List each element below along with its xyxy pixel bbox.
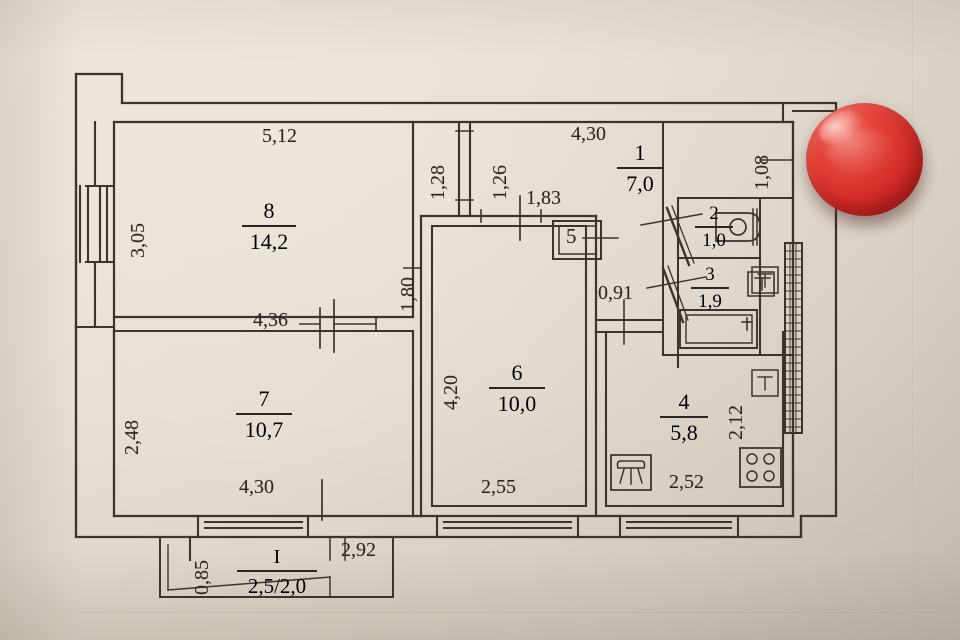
- dimension-room8-bottom: 4,36: [253, 309, 288, 331]
- photo-shading-left: [0, 0, 80, 640]
- room-label-rule: [236, 413, 292, 415]
- room-4-area: 5,8: [670, 420, 698, 445]
- room-1-label: 1 7,0: [609, 140, 671, 197]
- dimension-room7-left: 2,48: [121, 420, 143, 455]
- balcony-area: 2,5/2,0: [247, 574, 307, 598]
- room-label-rule: [691, 287, 729, 289]
- room-2-label: 2 1,0: [686, 203, 742, 252]
- dimension-room6-left: 4,20: [440, 375, 462, 410]
- dimension-right-upper: 1,08: [751, 155, 773, 190]
- dimension-room1-top: 4,30: [571, 123, 606, 145]
- balcony-label: I 2,5/2,0: [229, 546, 325, 599]
- room-8-area: 14,2: [249, 229, 289, 254]
- dimension-hall-width: 0,91: [598, 282, 633, 304]
- room-7-label: 7 10,7: [226, 386, 302, 443]
- dimension-corridor-1: 1,28: [427, 165, 449, 200]
- room-label-rule: [242, 225, 296, 227]
- room-label-rule: [695, 226, 733, 228]
- room-7-area: 10,7: [244, 417, 284, 442]
- balcony-number: I: [273, 546, 281, 568]
- magnet-soft-highlight: [828, 129, 898, 179]
- closet-5-label: 5: [566, 224, 577, 248]
- room-4-label: 4 5,8: [652, 389, 716, 446]
- room-7-number: 7: [258, 386, 270, 411]
- dimension-room6-left-upper: 1,80: [397, 277, 419, 312]
- room-label-rule: [489, 387, 545, 389]
- room-1-number: 1: [634, 140, 646, 165]
- dimension-balcony-left: 0,85: [191, 560, 213, 595]
- paper-crease: [912, 0, 913, 640]
- room-2-number: 2: [709, 203, 719, 224]
- room-6-label: 6 10,0: [479, 360, 555, 417]
- room-3-number: 3: [705, 264, 715, 285]
- room-label-rule: [660, 416, 708, 418]
- room-2-area: 1,0: [702, 229, 726, 251]
- dimension-kitchen-bottom: 2,52: [669, 471, 704, 493]
- room-3-label: 3 1,9: [682, 264, 738, 313]
- paper-crease: [0, 612, 960, 613]
- ventilation-duct: [784, 242, 803, 434]
- room-3-area: 1,9: [698, 290, 722, 312]
- room-label-rule: [237, 570, 317, 572]
- room-8-label: 8 14,2: [233, 198, 305, 255]
- dimension-kitchen-right: 2,12: [725, 405, 747, 440]
- room-4-number: 4: [678, 389, 690, 414]
- dimension-top-room8: 5,12: [262, 125, 297, 147]
- dimension-room6-top: 1,83: [526, 187, 561, 209]
- photo-shading-top: [0, 0, 960, 60]
- room-8-number: 8: [263, 198, 275, 223]
- dimension-left-room8: 3,05: [127, 223, 149, 258]
- room-6-area: 10,0: [497, 391, 537, 416]
- room-label-rule: [617, 167, 663, 169]
- dimension-room6-bottom: 2,55: [481, 476, 516, 498]
- dimension-balcony-right: 2,92: [341, 539, 376, 561]
- red-round-magnet: [806, 102, 923, 216]
- room-6-number: 6: [511, 360, 523, 385]
- dimension-room7-bottom: 4,30: [239, 476, 274, 498]
- dimension-corridor-2: 1,26: [489, 165, 511, 200]
- room-1-area: 7,0: [626, 171, 654, 196]
